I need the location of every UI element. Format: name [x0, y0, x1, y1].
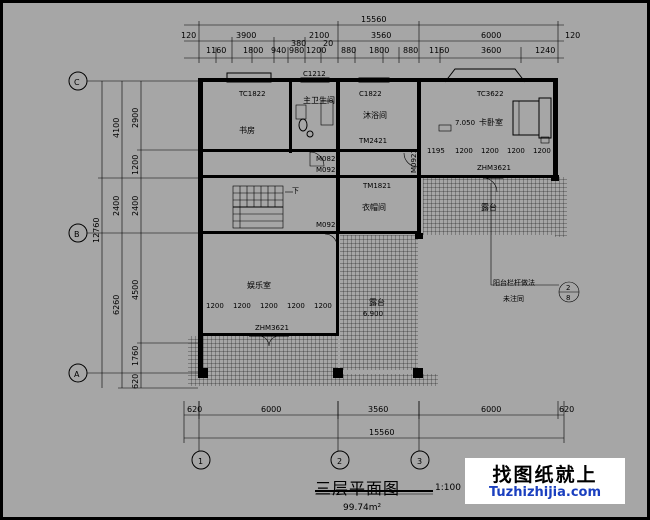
dim-left-inner-0: 2900 — [131, 108, 140, 128]
dim-bottom-0: 620 — [187, 405, 202, 414]
label-m0921-c: M0921 — [316, 221, 340, 229]
top-dimensions: 15560 120 120 3900 2100 3560 6000 380 20… — [181, 15, 580, 63]
dim-top-r2-4: 1200 — [306, 46, 326, 55]
walls — [198, 78, 559, 378]
watermark-url: Tuzhizhijia.com — [488, 485, 602, 500]
dim-top-r1-2: 3560 — [371, 31, 391, 40]
drawing-scale: 1:100 — [435, 483, 461, 493]
dim-bottom-total: 15560 — [369, 428, 394, 437]
label-b1200-b: 1200 — [233, 302, 251, 310]
railing-ref-top: 2 — [566, 284, 570, 292]
label-m0821: M0821 — [316, 155, 340, 163]
room-study: 书房 — [239, 125, 255, 135]
label-b1200-c: 1200 — [260, 302, 278, 310]
dim-top-r2-8: 1160 — [429, 46, 449, 55]
room-master-bath: 主卫生间 — [303, 95, 335, 105]
opening-labels: TC1822 C1212 C1822 TC3622 TM2421 M0821 M… — [206, 70, 570, 332]
label-zhm3621-bottom: ZHM3621 — [255, 324, 289, 332]
dim-top-r2-9: 3600 — [481, 46, 501, 55]
dim-left-inner-4: 1760 — [131, 346, 140, 366]
label-tc3622: TC3622 — [476, 90, 504, 98]
dim-top-r1-1: 2100 — [309, 31, 329, 40]
dim-left-outer-0: 4100 — [112, 118, 121, 138]
dim-top-380: 380 — [291, 39, 306, 48]
label-zhm3621-top: ZHM3621 — [477, 164, 511, 172]
label-w1200-b: 1200 — [481, 147, 499, 155]
label-c1822: C1822 — [359, 90, 382, 98]
label-elev-7050: 7.050 — [455, 119, 475, 127]
axis-row-b: B — [74, 230, 80, 239]
dim-left-outer-1: 2400 — [112, 196, 121, 216]
label-w1195: 1195 — [427, 147, 445, 155]
dim-top-r2-2: 940 — [271, 46, 286, 55]
dim-left-inner-2: 2400 — [131, 196, 140, 216]
label-b1200-e: 1200 — [314, 302, 332, 310]
watermark-text: 找图纸就上 — [492, 464, 598, 486]
left-dimensions: 12760 4100 2400 6260 2900 1200 2400 4500… — [92, 80, 198, 389]
label-tm1821: TM1821 — [362, 182, 391, 190]
room-shower: 沐浴间 — [363, 110, 387, 120]
room-entertainment: 娱乐室 — [247, 280, 271, 290]
dim-top-r2-10: 1240 — [535, 46, 555, 55]
dim-top-20: 20 — [323, 39, 333, 48]
label-tc1822: TC1822 — [238, 90, 266, 98]
drawing-title: 三层平面图 — [315, 479, 401, 498]
dim-top-r2-5: 880 — [341, 46, 356, 55]
dim-bottom-3: 6000 — [481, 405, 501, 414]
dim-bottom-2: 3560 — [368, 405, 388, 414]
label-b1200-a: 1200 — [206, 302, 224, 310]
railing-note-2: 未注同 — [503, 294, 524, 303]
bottom-dimensions: 620 6000 3560 6000 620 15560 — [183, 401, 574, 443]
label-c1212: C1212 — [303, 70, 326, 78]
dim-top-edge-left: 120 — [181, 31, 196, 40]
label-m0921-a: M0921 — [316, 166, 340, 174]
dim-top-r2-1: 1800 — [243, 46, 263, 55]
terrace-hatching — [188, 177, 567, 386]
label-tm2421: TM2421 — [358, 137, 387, 145]
dim-bottom-4: 620 — [559, 405, 574, 414]
room-terrace-east: 露台 — [481, 202, 497, 212]
label-elev-6900: 6.900 — [363, 310, 383, 318]
dim-left-total: 12760 — [92, 218, 101, 243]
label-m0921-b: M0921 — [410, 149, 418, 173]
room-terrace-main: 露台 — [369, 297, 385, 307]
dim-left-inner-5: 620 — [131, 374, 140, 389]
dim-top-r2-3: 980 — [289, 46, 304, 55]
fixtures — [226, 68, 580, 347]
label-w1200-d: 1200 — [533, 147, 551, 155]
watermark-logo: 找图纸就上 Tuzhizhijia.com — [465, 458, 625, 504]
label-w1200-c: 1200 — [507, 147, 525, 155]
axis-row-a: A — [74, 370, 80, 379]
dim-top-r1-0: 3900 — [236, 31, 256, 40]
dim-top-r1-3: 6000 — [481, 31, 501, 40]
room-closet: 衣帽间 — [362, 202, 386, 212]
stair-down-label: 下 — [292, 187, 299, 195]
axis-row-c: C — [74, 78, 80, 87]
dim-top-r2-6: 1800 — [369, 46, 389, 55]
dim-top-edge-right: 120 — [565, 31, 580, 40]
dim-left-outer-2: 6260 — [112, 295, 121, 315]
railing-ref-bottom: 8 — [566, 294, 570, 302]
dim-left-inner-3: 4500 — [131, 280, 140, 300]
staircase — [232, 185, 293, 229]
axis-col-1: 1 — [198, 457, 203, 466]
floor-plan: 15560 120 120 3900 2100 3560 6000 380 20… — [68, 15, 580, 495]
dim-left-inner-1: 1200 — [131, 155, 140, 175]
drawing-sheet: 15560 120 120 3900 2100 3560 6000 380 20… — [3, 3, 647, 517]
room-bedroom: 卡卧室 — [479, 117, 503, 127]
axis-col-2: 2 — [337, 457, 342, 466]
drawing-area: 99.74m² — [343, 503, 382, 513]
railing-note: 阳台栏杆做法 — [493, 278, 535, 287]
label-b1200-d: 1200 — [287, 302, 305, 310]
room-names: 书房 主卫生间 沐浴间 卡卧室 衣帽间 娱乐室 露台 露台 下 — [239, 95, 503, 307]
axis-bubbles: C B A 1 2 3 — [68, 71, 430, 470]
dim-top-total: 15560 — [361, 15, 386, 24]
axis-col-3: 3 — [417, 457, 422, 466]
label-w1200-a: 1200 — [455, 147, 473, 155]
dim-top-r2-7: 880 — [403, 46, 418, 55]
dim-bottom-1: 6000 — [261, 405, 281, 414]
